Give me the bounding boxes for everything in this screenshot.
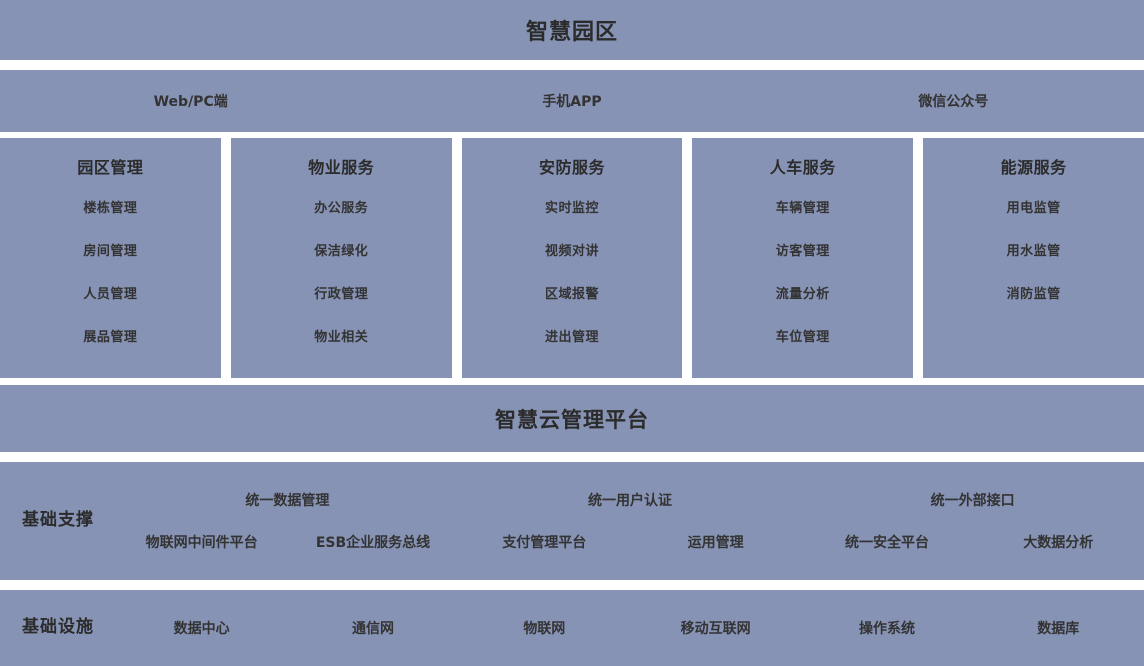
service-item[interactable]: 区域报警 <box>544 287 599 302</box>
basic-support-top-row: 统一数据管理 统一用户认证 统一外部接口 <box>116 490 1144 510</box>
service-item[interactable]: 进出管理 <box>544 330 599 345</box>
service-column-title: 安防服务 <box>538 158 605 177</box>
channel-item-mobile-app[interactable]: 手机APP <box>542 94 602 110</box>
support-item-unified-security-platform[interactable]: 统一安全平台 <box>844 535 929 551</box>
service-item[interactable]: 行政管理 <box>314 287 369 302</box>
support-item-esb[interactable]: ESB企业服务总线 <box>315 535 431 551</box>
infrastructure-grid: 数据中心 通信网 物联网 移动互联网 操作系统 数据库 <box>116 618 1144 638</box>
service-item[interactable]: 访客管理 <box>775 244 830 259</box>
service-item[interactable]: 办公服务 <box>314 201 369 216</box>
support-item-unified-external-interface[interactable]: 统一外部接口 <box>930 493 1015 509</box>
service-columns-row: 园区管理 楼栋管理 房间管理 人员管理 展品管理 物业服务 办公服务 保洁绿化 … <box>0 138 1144 378</box>
service-item[interactable]: 用电监管 <box>1006 201 1061 216</box>
infrastructure-band <box>0 590 1144 666</box>
service-column-property-service[interactable]: 物业服务 办公服务 保洁绿化 行政管理 物业相关 <box>230 138 452 378</box>
support-item-unified-user-auth[interactable]: 统一用户认证 <box>588 493 672 509</box>
infrastructure-label: 基础设施 <box>22 617 94 638</box>
support-item-application-management[interactable]: 运用管理 <box>687 535 744 551</box>
service-item[interactable]: 车辆管理 <box>775 201 830 216</box>
service-item[interactable]: 物业相关 <box>314 330 369 345</box>
service-item[interactable]: 楼栋管理 <box>83 201 138 216</box>
channel-item-wechat[interactable]: 微信公众号 <box>918 94 989 110</box>
infra-item-mobile-internet[interactable]: 移动互联网 <box>680 621 751 637</box>
support-item-unified-data-management[interactable]: 统一数据管理 <box>245 493 330 509</box>
service-column-title: 人车服务 <box>769 158 836 177</box>
service-item[interactable]: 人员管理 <box>83 287 138 302</box>
support-item-payment-management-platform[interactable]: 支付管理平台 <box>502 535 587 551</box>
infra-item-data-center[interactable]: 数据中心 <box>173 621 230 637</box>
service-item[interactable]: 车位管理 <box>775 330 830 345</box>
cloud-platform-band <box>0 385 1144 452</box>
access-channel-row: Web/PC端 手机APP 微信公众号 <box>0 70 1144 132</box>
service-column-people-vehicle-service[interactable]: 人车服务 车辆管理 访客管理 流量分析 车位管理 <box>692 138 914 378</box>
channel-item-web[interactable]: Web/PC端 <box>153 94 228 110</box>
infra-item-iot[interactable]: 物联网 <box>523 621 566 637</box>
infra-item-operating-system[interactable]: 操作系统 <box>858 621 915 637</box>
service-column-park-management[interactable]: 园区管理 楼栋管理 房间管理 人员管理 展品管理 <box>0 138 221 378</box>
basic-support-label: 基础支撑 <box>22 510 94 531</box>
basic-support-band <box>0 462 1144 580</box>
service-item[interactable]: 实时监控 <box>544 201 599 216</box>
service-column-energy-service[interactable]: 能源服务 用电监管 用水监管 消防监管 <box>923 138 1144 378</box>
service-item[interactable]: 视频对讲 <box>544 244 599 259</box>
infra-item-communication-network[interactable]: 通信网 <box>351 621 394 637</box>
infra-item-database[interactable]: 数据库 <box>1037 621 1080 637</box>
support-item-big-data-analysis[interactable]: 大数据分析 <box>1023 535 1094 551</box>
support-item-iot-middleware-platform[interactable]: 物联网中间件平台 <box>145 535 258 551</box>
service-column-security-service[interactable]: 安防服务 实时监控 视频对讲 区域报警 进出管理 <box>461 138 683 378</box>
basic-support-section: 基础支撑 统一数据管理 统一用户认证 统一外部接口 物联网中间件平台 ESB企业… <box>0 462 1144 580</box>
service-item[interactable]: 保洁绿化 <box>314 244 369 259</box>
basic-support-bottom-row: 物联网中间件平台 ESB企业服务总线 支付管理平台 运用管理 统一安全平台 大数… <box>116 532 1144 552</box>
service-column-title: 能源服务 <box>1000 158 1067 177</box>
service-column-title: 物业服务 <box>308 158 375 177</box>
infrastructure-section: 基础设施 数据中心 通信网 物联网 移动互联网 操作系统 数据库 <box>0 590 1144 666</box>
access-channel-band <box>0 70 1144 132</box>
title-band <box>0 0 1144 60</box>
cloud-platform-title: 智慧云管理平台 <box>495 407 649 432</box>
service-item[interactable]: 流量分析 <box>775 287 830 302</box>
service-item[interactable]: 消防监管 <box>1006 287 1061 302</box>
basic-support-grid: 统一数据管理 统一用户认证 统一外部接口 物联网中间件平台 ESB企业服务总线 … <box>116 462 1144 580</box>
page-title: 智慧园区 <box>525 20 618 45</box>
service-column-title: 园区管理 <box>77 158 144 177</box>
service-item[interactable]: 展品管理 <box>83 330 138 345</box>
service-item[interactable]: 用水监管 <box>1006 244 1061 259</box>
service-item[interactable]: 房间管理 <box>83 244 138 259</box>
